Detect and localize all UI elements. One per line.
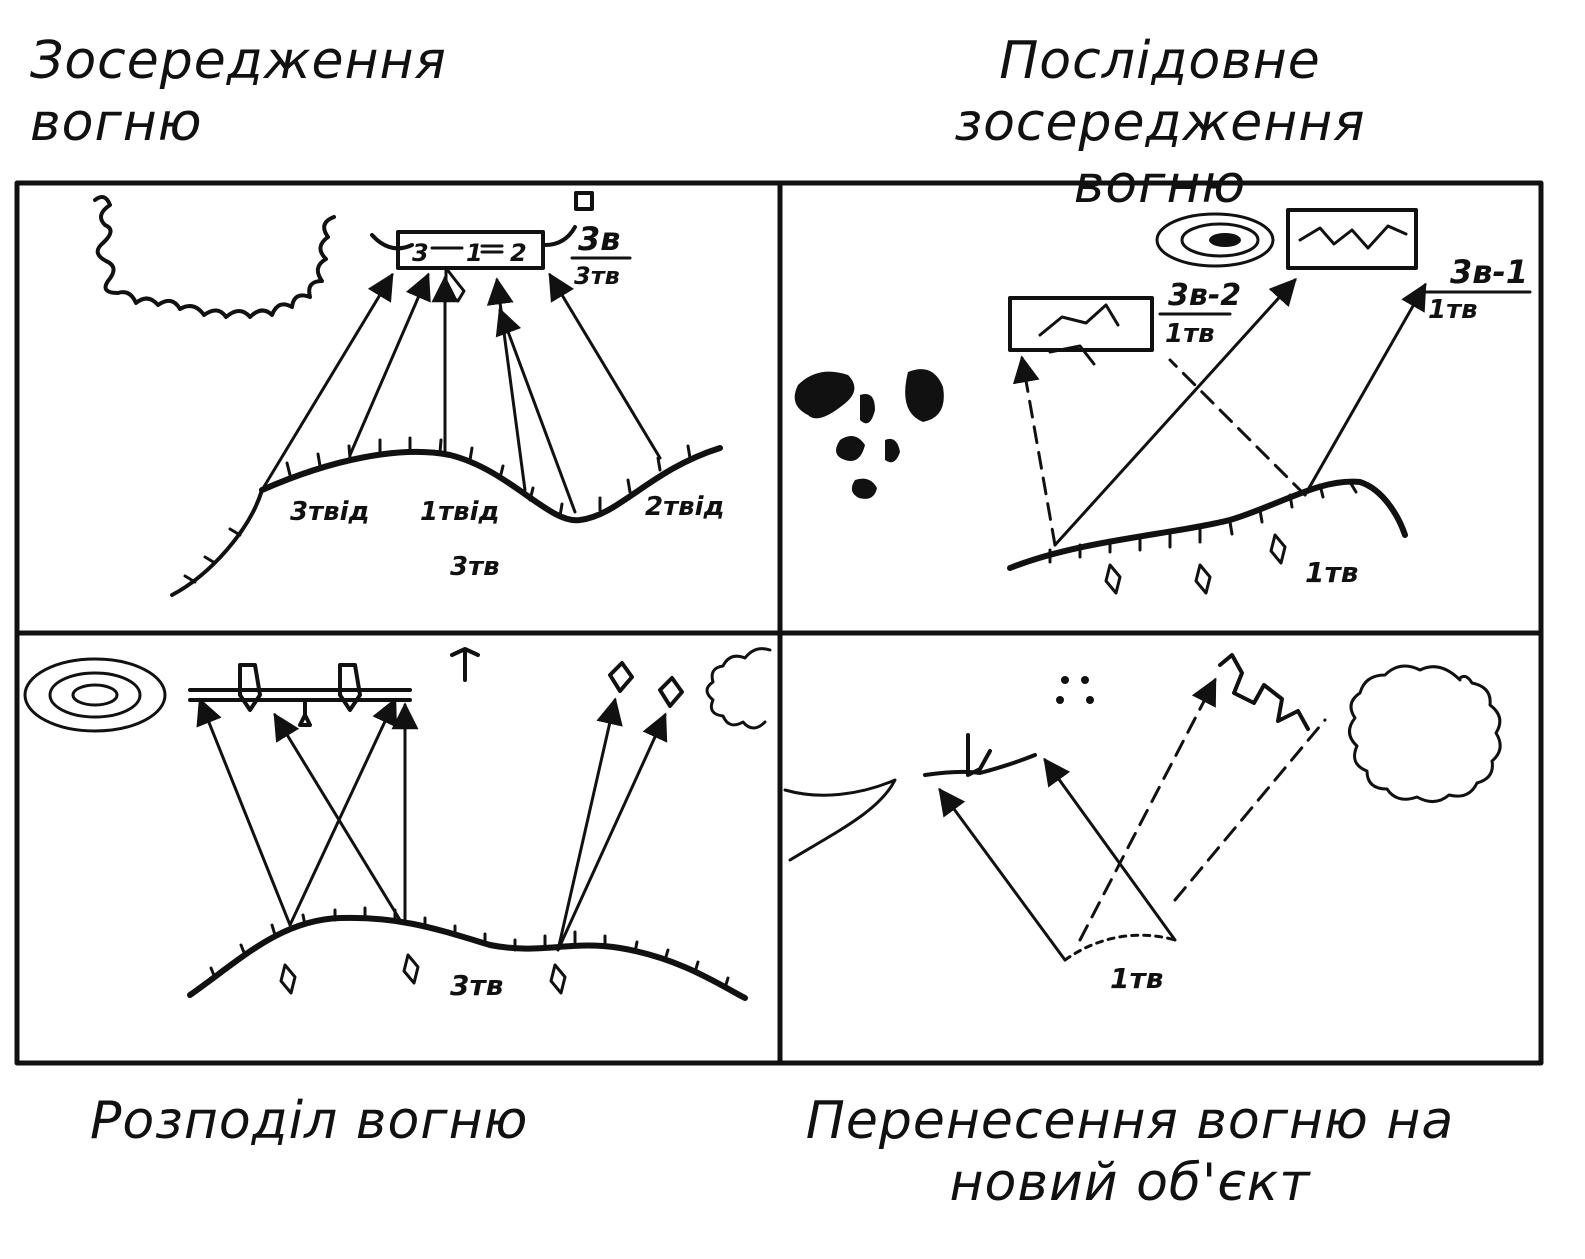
platoon-3tv: 3тв bbox=[450, 969, 503, 1002]
ridge-ticks bbox=[1048, 480, 1390, 564]
dashed-fire-arrow bbox=[1168, 358, 1307, 497]
target-box-2 bbox=[1008, 296, 1154, 352]
fire-arrow bbox=[556, 712, 668, 952]
tank-icon bbox=[1269, 533, 1287, 565]
hill-contour bbox=[48, 671, 142, 719]
dashed-fire-arrow bbox=[1078, 677, 1217, 942]
tank-icon bbox=[549, 963, 567, 995]
ridge-slope bbox=[170, 488, 264, 597]
fire-arrow bbox=[1053, 277, 1297, 547]
fire-arrow bbox=[548, 272, 662, 460]
target-1-trench bbox=[1298, 224, 1408, 250]
hill-contour bbox=[1155, 212, 1275, 268]
hill-contour bbox=[1180, 222, 1260, 258]
forest-edge bbox=[93, 194, 336, 319]
fire-arrow bbox=[260, 272, 394, 492]
target-box bbox=[396, 230, 545, 270]
target-cell-3: 3 bbox=[412, 239, 429, 267]
signpost-icon bbox=[450, 647, 480, 682]
unit-label-3v: 3в bbox=[578, 220, 621, 258]
tank-icon bbox=[279, 963, 297, 995]
enemy-tank-icon bbox=[608, 661, 634, 693]
dashed-fire-arrow bbox=[1173, 718, 1327, 902]
shrub-blot bbox=[794, 371, 855, 419]
small-square-icon bbox=[574, 191, 594, 211]
panel-sequential: 3в-2 1тв 3в-1 1тв 1тв bbox=[794, 208, 1532, 595]
position-3tvid: 3твід bbox=[290, 497, 370, 527]
trench-target bbox=[1218, 653, 1310, 731]
shrub-blot bbox=[905, 369, 944, 422]
forest-outline bbox=[1348, 664, 1502, 803]
fire-arrow bbox=[348, 272, 431, 457]
hill-contour bbox=[23, 657, 167, 733]
trench-target bbox=[923, 733, 1037, 777]
fire-arrow bbox=[495, 307, 577, 514]
hill-contour bbox=[71, 683, 119, 707]
ridge-ticks bbox=[209, 906, 730, 990]
platoon-3tv: 3тв bbox=[450, 552, 500, 582]
fire-arrow bbox=[556, 697, 623, 952]
ridge-line bbox=[1063, 933, 1177, 962]
target-bunker bbox=[444, 266, 466, 303]
fire-arrow bbox=[273, 712, 402, 922]
unit-label-1tv: 1тв bbox=[1428, 295, 1478, 325]
tank-icon bbox=[402, 953, 420, 985]
fire-arrow bbox=[1043, 757, 1177, 942]
trench-target bbox=[188, 663, 412, 727]
tank-icon bbox=[1194, 563, 1212, 595]
enemy-tank-icon bbox=[658, 676, 684, 708]
caption-transfer-line1: Перенесення вогню на bbox=[805, 1091, 1455, 1151]
fire-arrow bbox=[938, 787, 1067, 962]
position-2tvid: 2твід bbox=[645, 492, 725, 522]
platoon-1tv: 1тв bbox=[1110, 962, 1163, 995]
target-2-trench bbox=[1038, 303, 1120, 366]
shrub-blot bbox=[836, 436, 865, 461]
panel-concentration: 3 1 2 3в 3тв 3твід 1твід 2твід 3тв bbox=[93, 191, 725, 597]
fire-arrow bbox=[196, 697, 292, 927]
dot-marker bbox=[1086, 696, 1094, 704]
unit-label-3tv: 3тв bbox=[574, 262, 620, 290]
position-1tvid: 1твід bbox=[420, 497, 500, 527]
shrub-blot bbox=[860, 394, 875, 424]
slope-outline bbox=[783, 778, 897, 862]
caption-transfer-line2: новий об'єкт bbox=[949, 1153, 1311, 1213]
ridge-line bbox=[259, 445, 723, 524]
unit-label-3v2: 3в-2 bbox=[1168, 278, 1241, 313]
target-trench bbox=[370, 225, 577, 251]
target-cell-2: 2 bbox=[510, 239, 527, 267]
fire-arrow bbox=[288, 697, 397, 927]
panel-transfer: 1тв bbox=[783, 653, 1502, 995]
unit-label-1tv: 1тв bbox=[1165, 319, 1215, 349]
shrub-blot bbox=[851, 478, 877, 499]
dot-marker bbox=[1081, 676, 1089, 684]
caption-fire-transfer: Перенесення вогню на новий об'єкт bbox=[770, 1090, 1490, 1214]
caption-sequential-line1: Послідовне зосередження bbox=[954, 31, 1366, 153]
bush-outline bbox=[705, 647, 772, 730]
panel-distribution: 3тв bbox=[23, 647, 772, 1002]
platoon-1tv: 1тв bbox=[1305, 556, 1358, 589]
caption-fire-distribution: Розподіл вогню bbox=[90, 1091, 529, 1151]
target-box-1 bbox=[1286, 208, 1418, 270]
target-cell-1: 1 bbox=[466, 239, 483, 267]
fire-arrow bbox=[1303, 282, 1427, 497]
caption-fire-concentration: Зосередження вогню bbox=[30, 31, 447, 153]
hill-contour bbox=[1209, 233, 1241, 247]
dashed-fire-arrow bbox=[1012, 355, 1057, 547]
dot-marker bbox=[1061, 676, 1069, 684]
ridge-ticks bbox=[183, 436, 692, 584]
shrub-blot bbox=[885, 438, 900, 463]
unit-label-3v1: 3в-1 bbox=[1450, 253, 1528, 291]
tank-icon bbox=[1104, 563, 1122, 595]
dot-marker bbox=[1056, 696, 1064, 704]
